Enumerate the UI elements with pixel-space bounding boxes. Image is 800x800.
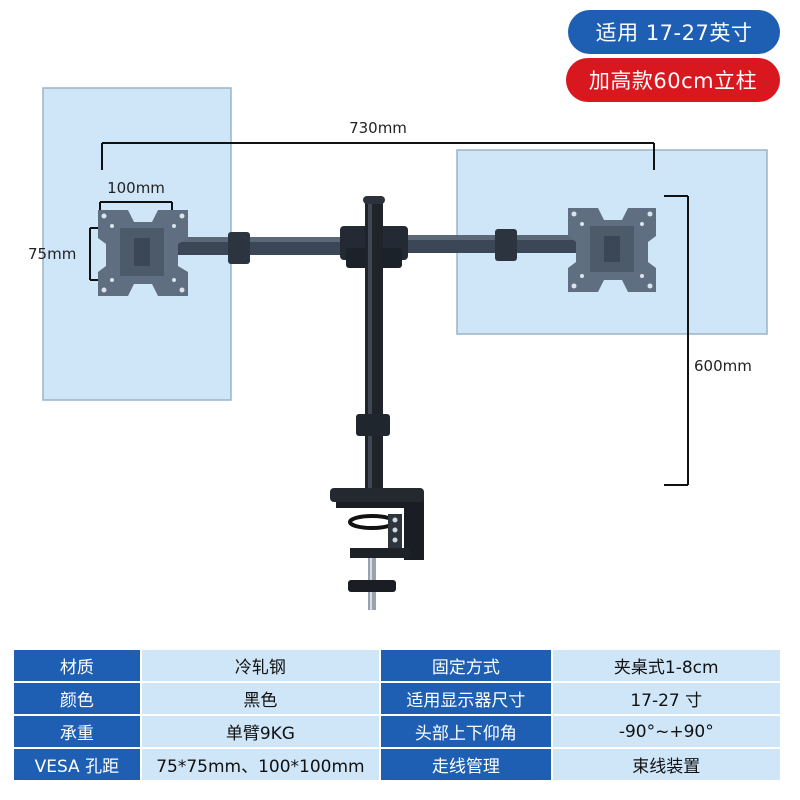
spec-value: 束线装置	[552, 749, 780, 780]
spec-value: 17-27 寸	[552, 683, 780, 714]
table-row: 承重 单臂9KG 头部上下仰角 -90°~+90°	[14, 716, 780, 747]
vesa-height-label: 75mm	[28, 245, 76, 263]
size-range-badge: 适用 17-27英寸	[568, 10, 780, 54]
vesa-height-dimension	[89, 227, 98, 281]
spec-key: 走线管理	[381, 749, 551, 780]
spec-key: 颜色	[14, 683, 140, 714]
spec-value: 黑色	[141, 683, 380, 714]
spec-key: 头部上下仰角	[381, 716, 551, 747]
vertical-pole	[356, 196, 390, 490]
desk-clamp	[330, 488, 424, 610]
arm-span-dimension	[101, 142, 655, 170]
table-row: 材质 冷轧钢 固定方式 夹桌式1-8cm	[14, 650, 780, 681]
spec-key: VESA 孔距	[14, 749, 140, 780]
spec-key: 材质	[14, 650, 140, 681]
table-row: 颜色 黑色 适用显示器尺寸 17-27 寸	[14, 683, 780, 714]
pole-height-dimension	[664, 195, 689, 486]
spec-value: 冷轧钢	[141, 650, 380, 681]
spec-value: 夹桌式1-8cm	[552, 650, 780, 681]
horizontal-arms	[150, 226, 600, 268]
spec-key: 承重	[14, 716, 140, 747]
right-vesa-plate	[568, 208, 656, 292]
monitor-arm-diagram: 730mm 100mm 75mm 600mm	[28, 87, 768, 610]
spec-value: 单臂9KG	[141, 716, 380, 747]
left-vesa-plate	[98, 210, 188, 296]
arm-span-label: 730mm	[349, 119, 407, 137]
height-variant-badge: 加高款60cm立柱	[566, 58, 780, 102]
spec-key: 固定方式	[381, 650, 551, 681]
table-row: VESA 孔距 75*75mm、100*100mm 走线管理 束线装置	[14, 749, 780, 780]
vesa-width-label: 100mm	[107, 179, 165, 197]
spec-value: -90°~+90°	[552, 716, 780, 747]
spec-key: 适用显示器尺寸	[381, 683, 551, 714]
spec-value: 75*75mm、100*100mm	[141, 749, 380, 780]
pole-height-label: 600mm	[694, 357, 752, 375]
spec-table: 材质 冷轧钢 固定方式 夹桌式1-8cm 颜色 黑色 适用显示器尺寸 17-27…	[12, 648, 782, 782]
